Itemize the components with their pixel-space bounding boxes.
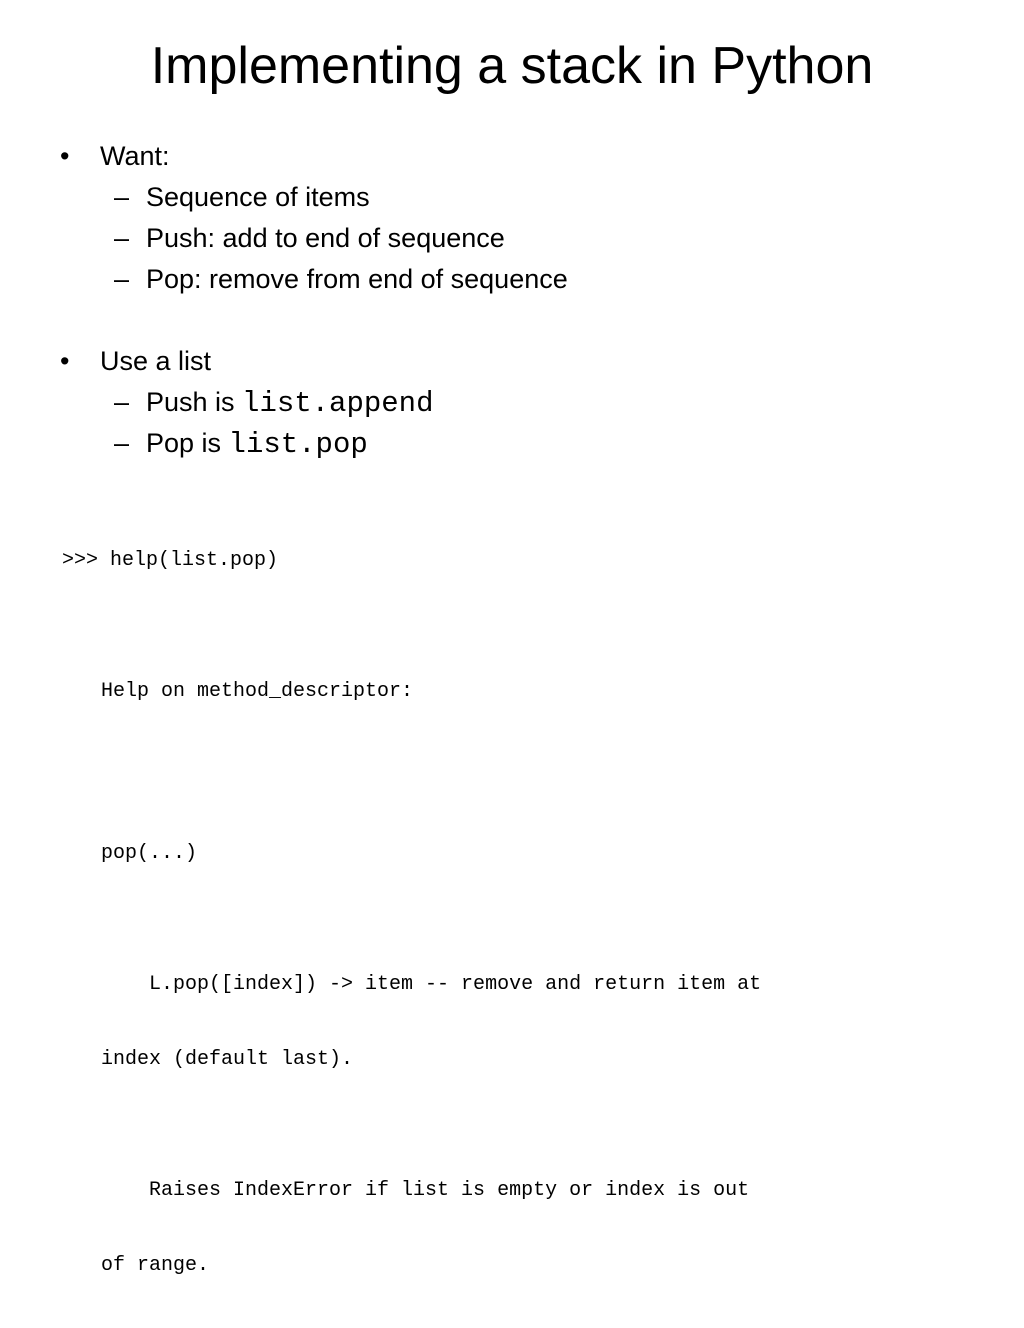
inline-code: list.append bbox=[242, 387, 434, 420]
code-prompt-line: >>> help(list.pop) bbox=[62, 549, 279, 572]
code-desc-line: of range. bbox=[101, 1254, 210, 1277]
spacer bbox=[60, 300, 990, 341]
subitem-push: – Push: add to end of sequence bbox=[60, 218, 990, 259]
subitem-text: Sequence of items bbox=[146, 182, 370, 212]
inline-code: list.pop bbox=[228, 428, 368, 461]
code-desc-line: L.pop([index]) -> item -- remove and ret… bbox=[101, 973, 762, 996]
code-spacer bbox=[62, 916, 962, 922]
code-signature: pop(...) bbox=[101, 842, 198, 865]
bullet-text: Want: bbox=[100, 141, 170, 171]
slide-title: Implementing a stack in Python bbox=[150, 37, 874, 95]
code-spacer bbox=[62, 1122, 962, 1128]
code-spacer bbox=[62, 754, 962, 791]
bullet-want: • Want: bbox=[60, 136, 990, 177]
subitem-text: Push: add to end of sequence bbox=[146, 223, 505, 253]
dash-marker: – bbox=[114, 182, 130, 212]
bullet-use-list: • Use a list bbox=[60, 341, 990, 382]
bullet-marker: • bbox=[60, 346, 70, 376]
dash-marker: – bbox=[114, 223, 130, 253]
subitem-text: Pop: remove from end of sequence bbox=[146, 264, 568, 294]
dash-marker: – bbox=[114, 428, 130, 458]
bullet-marker: • bbox=[60, 141, 70, 171]
subitem-text: Pop is bbox=[146, 428, 229, 458]
subitem-pop: – Pop: remove from end of sequence bbox=[60, 259, 990, 300]
code-help-header: Help on method_descriptor: bbox=[101, 680, 414, 703]
code-desc-line: Raises IndexError if list is empty or in… bbox=[101, 1179, 750, 1202]
subitem-pop-pop: – Pop is list.pop bbox=[60, 423, 990, 464]
bullet-text: Use a list bbox=[100, 346, 212, 376]
slide: Implementing a stack in Python • Want: –… bbox=[60, 37, 990, 1277]
bullet-list: • Want: – Sequence of items – Push: add … bbox=[60, 136, 990, 464]
code-spacer bbox=[62, 623, 962, 629]
code-block: >>> help(list.pop) Help on method_descri… bbox=[62, 498, 962, 1328]
subitem-push-append: – Push is list.append bbox=[60, 382, 990, 423]
code-desc-line: index (default last). bbox=[101, 1048, 354, 1071]
dash-marker: – bbox=[114, 264, 130, 294]
subitem-sequence: – Sequence of items bbox=[60, 177, 990, 218]
dash-marker: – bbox=[114, 387, 130, 417]
subitem-text: Push is bbox=[146, 387, 243, 417]
